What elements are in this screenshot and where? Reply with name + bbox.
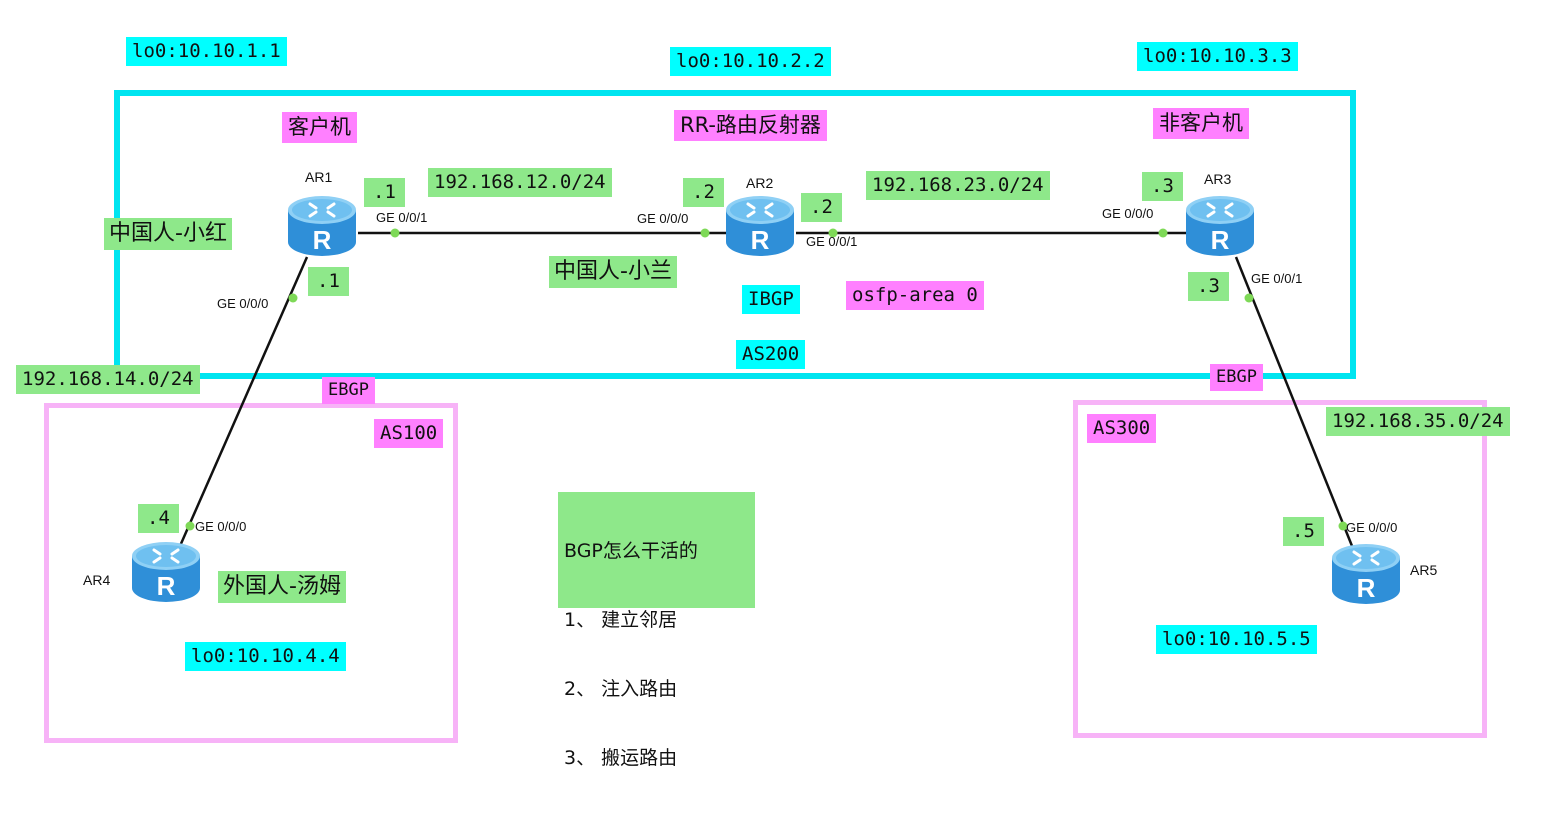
port-dot-ar1-g1: [390, 228, 400, 238]
as300-boundary: [1073, 400, 1487, 738]
subnet-ar1-ar4: 192.168.14.0/24: [16, 365, 200, 394]
router-ar4-name: AR4: [83, 572, 111, 588]
host-ar2-g1: .2: [801, 193, 842, 222]
loopback-ar2: lo0:10.10.2.2: [670, 47, 831, 76]
router-ar5-icon[interactable]: R: [1330, 542, 1402, 606]
subnet-ar1-ar2: 192.168.12.0/24: [428, 168, 612, 197]
port-label-ar5-g0: GE 0/0/0: [1346, 520, 1398, 535]
router-ar3-name: AR3: [1204, 171, 1232, 187]
router-ar4-icon[interactable]: R: [130, 540, 202, 604]
port-label-ar3-g1: GE 0/0/1: [1251, 271, 1303, 286]
port-label-ar4-g0: GE 0/0/0: [195, 519, 247, 534]
host-ar5-g0: .5: [1283, 517, 1324, 546]
as100-boundary: [44, 403, 458, 743]
port-dot-ar1-g0: [288, 293, 298, 303]
host-ar3-g0: .3: [1142, 172, 1183, 201]
router-ar1-name: AR1: [305, 169, 333, 185]
host-ar2-g0: .2: [683, 178, 724, 207]
bgp-note-step-3: 3、 搬运路由: [564, 747, 678, 769]
role-client-label: 客户机: [282, 112, 357, 143]
person-ar4-label: 外国人-汤姆: [218, 571, 346, 603]
as300-label: AS300: [1087, 414, 1157, 443]
as100-label: AS100: [374, 419, 444, 448]
loopback-ar3: lo0:10.10.3.3: [1137, 42, 1298, 71]
svg-text:R: R: [157, 571, 176, 601]
port-dot-ar3-g0: [1158, 228, 1168, 238]
host-ar3-g1: .3: [1188, 272, 1229, 301]
port-dot-ar2-g0: [700, 228, 710, 238]
ibgp-label: IBGP: [742, 285, 800, 314]
loopback-ar1: lo0:10.10.1.1: [126, 37, 287, 66]
port-label-ar1-g0: GE 0/0/0: [217, 296, 269, 311]
port-label-ar1-g1: GE 0/0/1: [376, 210, 428, 225]
port-dot-ar2-g1: [828, 228, 838, 238]
host-ar4-g0: .4: [138, 504, 179, 533]
port-label-ar2-g1: GE 0/0/1: [806, 234, 858, 249]
svg-text:R: R: [1211, 225, 1230, 255]
topology-diagram: R R R R: [16, 37, 1510, 769]
bgp-note-title: BGP怎么干活的: [564, 540, 698, 562]
router-ar1-icon[interactable]: R: [286, 194, 358, 258]
person-ar1-label: 中国人-小红: [104, 218, 232, 250]
role-non-client-label: 非客户机: [1153, 108, 1249, 139]
loopback-ar5: lo0:10.10.5.5: [1156, 625, 1317, 654]
bgp-note-step-1: 1、 建立邻居: [564, 609, 678, 631]
as200-label: AS200: [736, 340, 806, 369]
port-dot-ar4-g0: [185, 521, 195, 531]
router-ar2-icon[interactable]: R: [724, 194, 796, 258]
port-label-ar3-g0: GE 0/0/0: [1102, 206, 1154, 221]
link-ar3-ar5: [1234, 256, 1354, 547]
port-dot-ar5-g0: [1338, 521, 1348, 531]
subnet-ar3-ar5: 192.168.35.0/24: [1326, 407, 1510, 436]
link-ar1-ar4: [178, 256, 309, 547]
ebgp-right-label: EBGP: [1210, 364, 1263, 391]
ospf-area-label: osfp-area 0: [846, 281, 984, 310]
host-ar1-g1: .1: [364, 178, 405, 207]
bgp-process-note: BGP怎么干活的 1、 建立邻居 2、 注入路由 3、 搬运路由: [558, 492, 755, 769]
link-layer: [178, 228, 1354, 547]
bgp-note-step-2: 2、 注入路由: [564, 678, 678, 700]
subnet-ar2-ar3: 192.168.23.0/24: [866, 171, 1050, 200]
role-rr-label: RR-路由反射器: [674, 110, 827, 141]
loopback-ar4: lo0:10.10.4.4: [185, 642, 346, 671]
person-ar2-label: 中国人-小兰: [549, 256, 677, 288]
svg-text:R: R: [751, 225, 770, 255]
router-ar2-name: AR2: [746, 175, 774, 191]
ebgp-left-label: EBGP: [322, 377, 375, 404]
svg-text:R: R: [313, 225, 332, 255]
svg-text:R: R: [1357, 573, 1376, 603]
router-ar5-name: AR5: [1410, 562, 1438, 578]
port-label-ar2-g0: GE 0/0/0: [637, 211, 689, 226]
host-ar1-g0: .1: [308, 267, 349, 296]
port-dot-ar3-g1: [1244, 293, 1254, 303]
router-ar3-icon[interactable]: R: [1184, 194, 1256, 258]
